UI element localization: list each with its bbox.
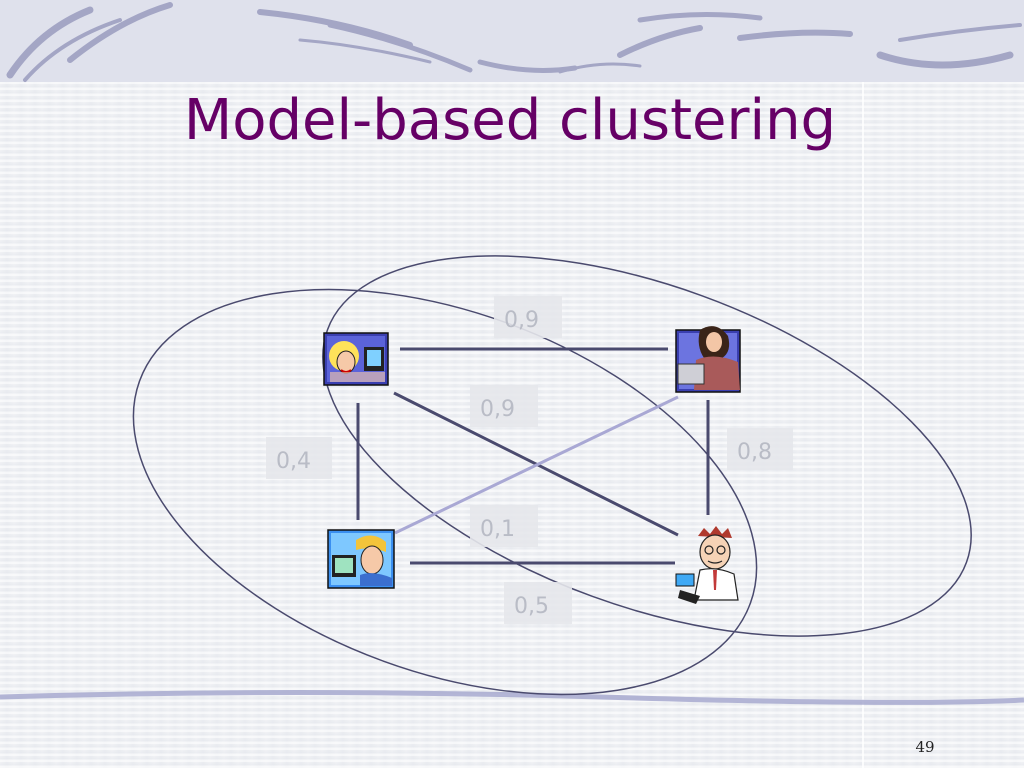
edge-label-top: 0,9 — [494, 296, 562, 338]
svg-text:0,4: 0,4 — [276, 449, 311, 474]
svg-text:0,9: 0,9 — [480, 397, 515, 422]
cluster-ellipse-right — [322, 255, 972, 637]
svg-text:0,1: 0,1 — [480, 517, 515, 542]
page-number: 49 — [915, 738, 935, 756]
person-node-bottom-left — [327, 529, 395, 589]
svg-text:0,8: 0,8 — [737, 440, 772, 465]
footer-rule — [0, 690, 1024, 705]
edge-label-left: 0,4 — [266, 437, 332, 479]
edge-cross — [394, 395, 679, 535]
right-edge-strip — [862, 82, 864, 768]
edge-label-cross: 0,1 — [470, 505, 538, 547]
person-node-bottom-right — [675, 526, 739, 604]
edge-label-diagonal: 0,9 — [470, 385, 538, 427]
person-node-top-left — [323, 332, 389, 386]
svg-text:0,5: 0,5 — [514, 594, 549, 619]
edge-label-right: 0,8 — [727, 428, 793, 470]
slide-title: Model-based clustering — [183, 88, 837, 153]
edge-label-bottom: 0,5 — [504, 582, 572, 624]
person-node-top-right — [675, 326, 741, 393]
svg-text:0,9: 0,9 — [504, 308, 539, 333]
